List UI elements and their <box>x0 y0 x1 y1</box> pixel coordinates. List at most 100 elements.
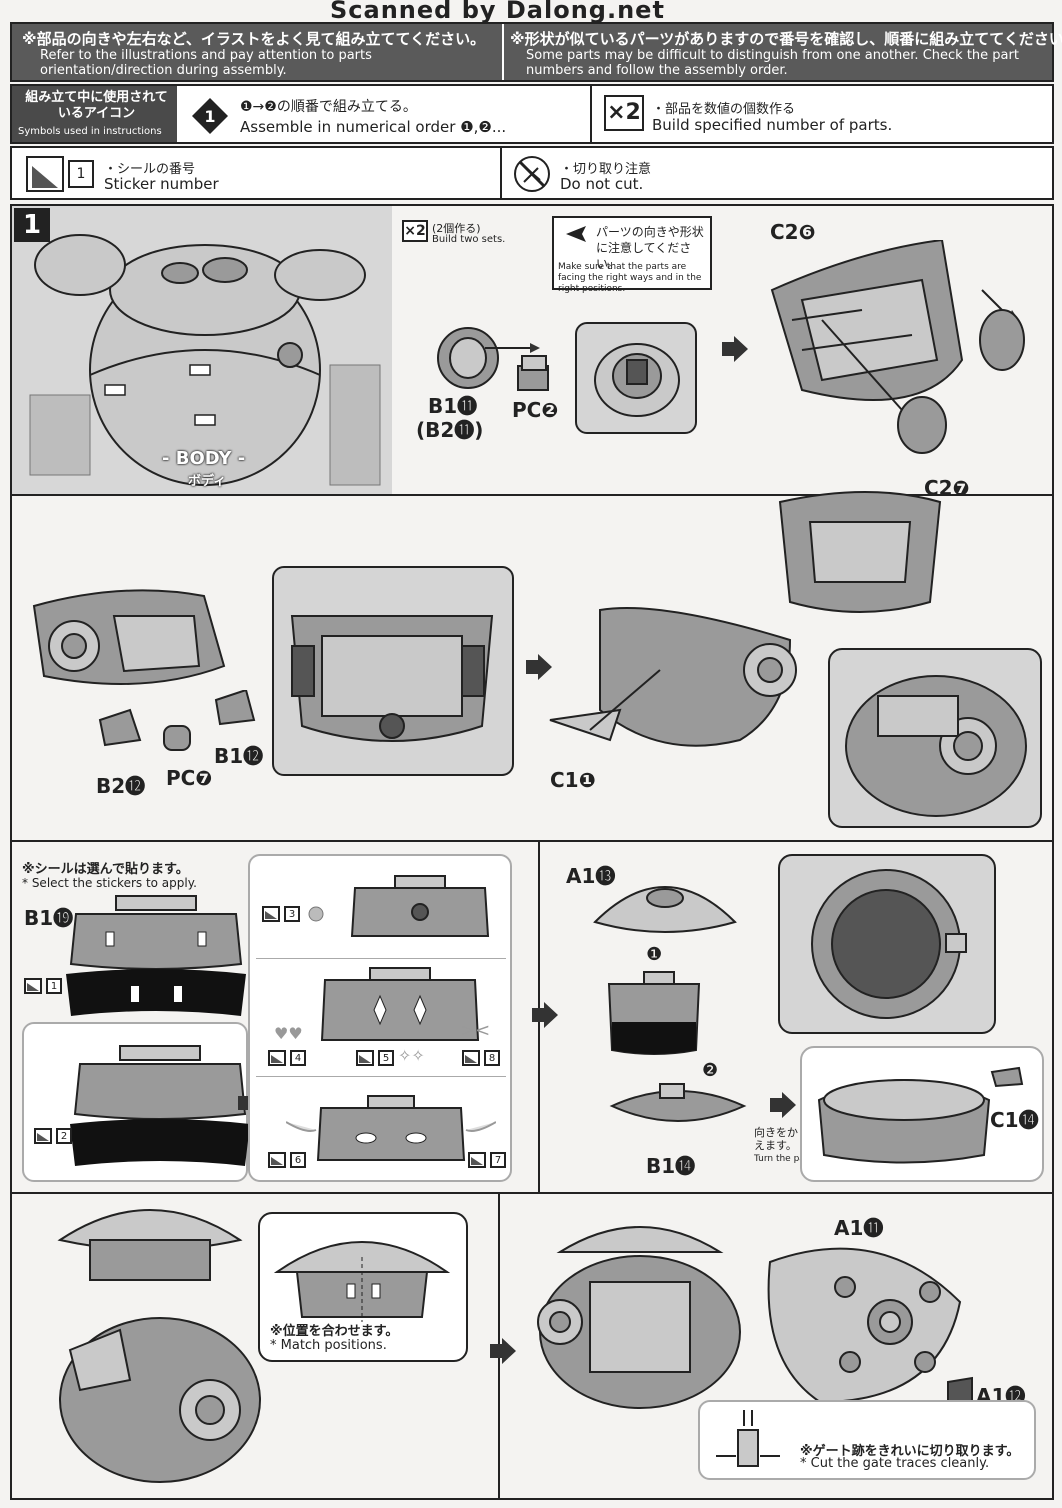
legend-nocut-en: Do not cut. <box>560 175 644 193</box>
no-cut-icon <box>514 156 550 192</box>
legend-order-en: Assemble in numerical order ❶,❷... <box>240 118 507 136</box>
sticker-6-icon <box>268 1152 286 1168</box>
legend-title-en: Symbols used in instructions <box>18 126 162 137</box>
orientation-note <box>552 216 712 290</box>
part-c2-6: C2❻ <box>770 220 816 244</box>
sticker-number-box: 1 <box>68 160 94 188</box>
sticker-panel-divider-2 <box>256 1076 506 1077</box>
body-label-jp: ボディ <box>188 474 227 489</box>
x2-badge-icon: ×2 <box>604 95 644 131</box>
select-stickers-jp: ※シールは選んで貼ります。 <box>22 862 189 877</box>
b1-head-assembly-illustration <box>607 971 701 1055</box>
sticker-panel-divider-1 <box>256 958 506 959</box>
header-divider <box>502 24 504 80</box>
sparkle-eyes-icon: ✧✧ <box>398 1046 425 1065</box>
row-divider-2 <box>12 840 1052 842</box>
final-body-left-illustration <box>57 1209 261 1483</box>
sticker-1-num: 1 <box>46 978 62 994</box>
header-right-en: Some parts may be difficult to distingui… <box>526 48 1019 78</box>
header-bar <box>10 22 1054 82</box>
c1-shell-illustration <box>549 607 797 747</box>
sticker-icon <box>26 156 64 192</box>
part-b2-11: (B2⓫) <box>416 418 484 442</box>
inset-c1-illustration <box>845 675 1027 817</box>
orientation-note-jp: パーツの向きや形状に注意してください。 <box>596 225 704 271</box>
step-mark-2: ❷ <box>702 1060 719 1081</box>
watermark: Scanned by Dalong.net <box>330 0 665 24</box>
b1-part-illustration <box>437 327 549 391</box>
match-positions-jp: ※位置を合わせます。 <box>270 1324 399 1339</box>
sticker-1-icon <box>24 978 42 994</box>
sticker-4-icon <box>268 1050 286 1066</box>
gate-trace-jp: ※ゲート跡をきれいに切り取ります。 <box>800 1444 1020 1459</box>
sticker-1-num-text: 1 <box>50 981 58 992</box>
sticker-2-num: 2 <box>56 1128 72 1144</box>
part-a1-13: A1⓭ <box>566 864 616 888</box>
part-pc7: PC❼ <box>166 766 213 790</box>
header-left-en: Refer to the illustrations and pay atten… <box>40 48 372 78</box>
orientation-note-en: Make sure that the parts are facing the … <box>558 262 702 294</box>
sticker-7-icon <box>468 1152 486 1168</box>
legend-divider-1 <box>590 86 592 142</box>
legend-row-1 <box>10 84 1054 144</box>
part-b1-12: B1⓬ <box>214 744 264 768</box>
legend-sticker-jp: ・シールの番号 <box>104 162 196 177</box>
body-overview-illustration <box>29 234 381 486</box>
c2-7-illustration <box>778 491 942 613</box>
legend-nocut-jp: ・切り取り注意 <box>560 162 652 177</box>
step-arrow-5 <box>770 1092 796 1118</box>
select-stickers-en: * Select the stickers to apply. <box>22 876 197 890</box>
step-mark-1: ❶ <box>646 944 663 965</box>
c1-14-illustration <box>817 1066 1024 1164</box>
part-pc2: PC❷ <box>512 398 559 422</box>
legend-title-box <box>12 86 177 142</box>
sticker-5-num: 5 <box>378 1050 394 1066</box>
sticker-5-num-text: 5 <box>382 1053 390 1064</box>
legend-order-jp: ❶→❷の順番で組み立てる。 <box>240 99 417 115</box>
legend-divider-2 <box>500 148 502 198</box>
step-number-text: 1 <box>22 210 42 240</box>
step-marker-icon: 1 <box>192 98 228 134</box>
match-head-illustration <box>273 1241 451 1322</box>
step-arrow-6 <box>490 1338 516 1364</box>
sticker-5-icon <box>356 1050 374 1066</box>
x2-build-jp: (2個作る) <box>432 222 481 235</box>
part-b1-19: B1⓳ <box>24 906 74 930</box>
x2-badge-text: ×2 <box>607 100 641 125</box>
legend-x2-en: Build specified number of parts. <box>652 116 893 134</box>
turn-part-en: Turn the part. <box>754 1154 815 1164</box>
sticker-2-num-text: 2 <box>60 1131 68 1142</box>
body-label: - BODY - <box>162 448 246 469</box>
row-divider-1 <box>12 494 1052 496</box>
part-b1-14: B1⓮ <box>646 1154 696 1178</box>
svg-text:1: 1 <box>204 107 215 126</box>
sticker-7-num-text: 7 <box>494 1155 502 1166</box>
part-c1-1: C1❶ <box>550 768 596 792</box>
step-arrow-1 <box>722 336 748 362</box>
step-arrow-4 <box>532 1002 558 1028</box>
b1-head-sticker2-illustration <box>70 1045 250 1166</box>
c2-frame-illustration <box>32 589 226 685</box>
sticker-4-num: 4 <box>290 1050 306 1066</box>
warning-arrow-icon <box>566 226 586 242</box>
sticker-3-icon <box>262 906 280 922</box>
a1-11-shell-illustration <box>767 1247 962 1404</box>
sticker-number-text: 1 <box>76 166 86 182</box>
sticker-3-dot-icon <box>308 906 324 922</box>
dome-interior-illustration <box>811 869 967 1019</box>
b-pc-parts-illustration <box>98 690 256 751</box>
part-b1-11: B1⓫ <box>428 394 478 418</box>
sticker-3-num-text: 3 <box>288 909 296 920</box>
head-sticker3-illustration <box>350 875 490 937</box>
step-arrow-2 <box>526 654 552 680</box>
sticker-7-num: 7 <box>490 1152 506 1168</box>
gate-trace-en: * Cut the gate traces cleanly. <box>800 1456 990 1471</box>
body-frame-illustration <box>537 1226 741 1409</box>
sticker-8-num-text: 8 <box>488 1053 496 1064</box>
row-divider-3 <box>12 1192 1052 1194</box>
sticker-3-num: 3 <box>284 906 300 922</box>
head-sticker5-illustration <box>320 967 480 1041</box>
c2-6-illustration <box>770 240 1025 454</box>
match-positions-en: * Match positions. <box>270 1338 387 1353</box>
inset-b1-illustration <box>594 343 680 417</box>
